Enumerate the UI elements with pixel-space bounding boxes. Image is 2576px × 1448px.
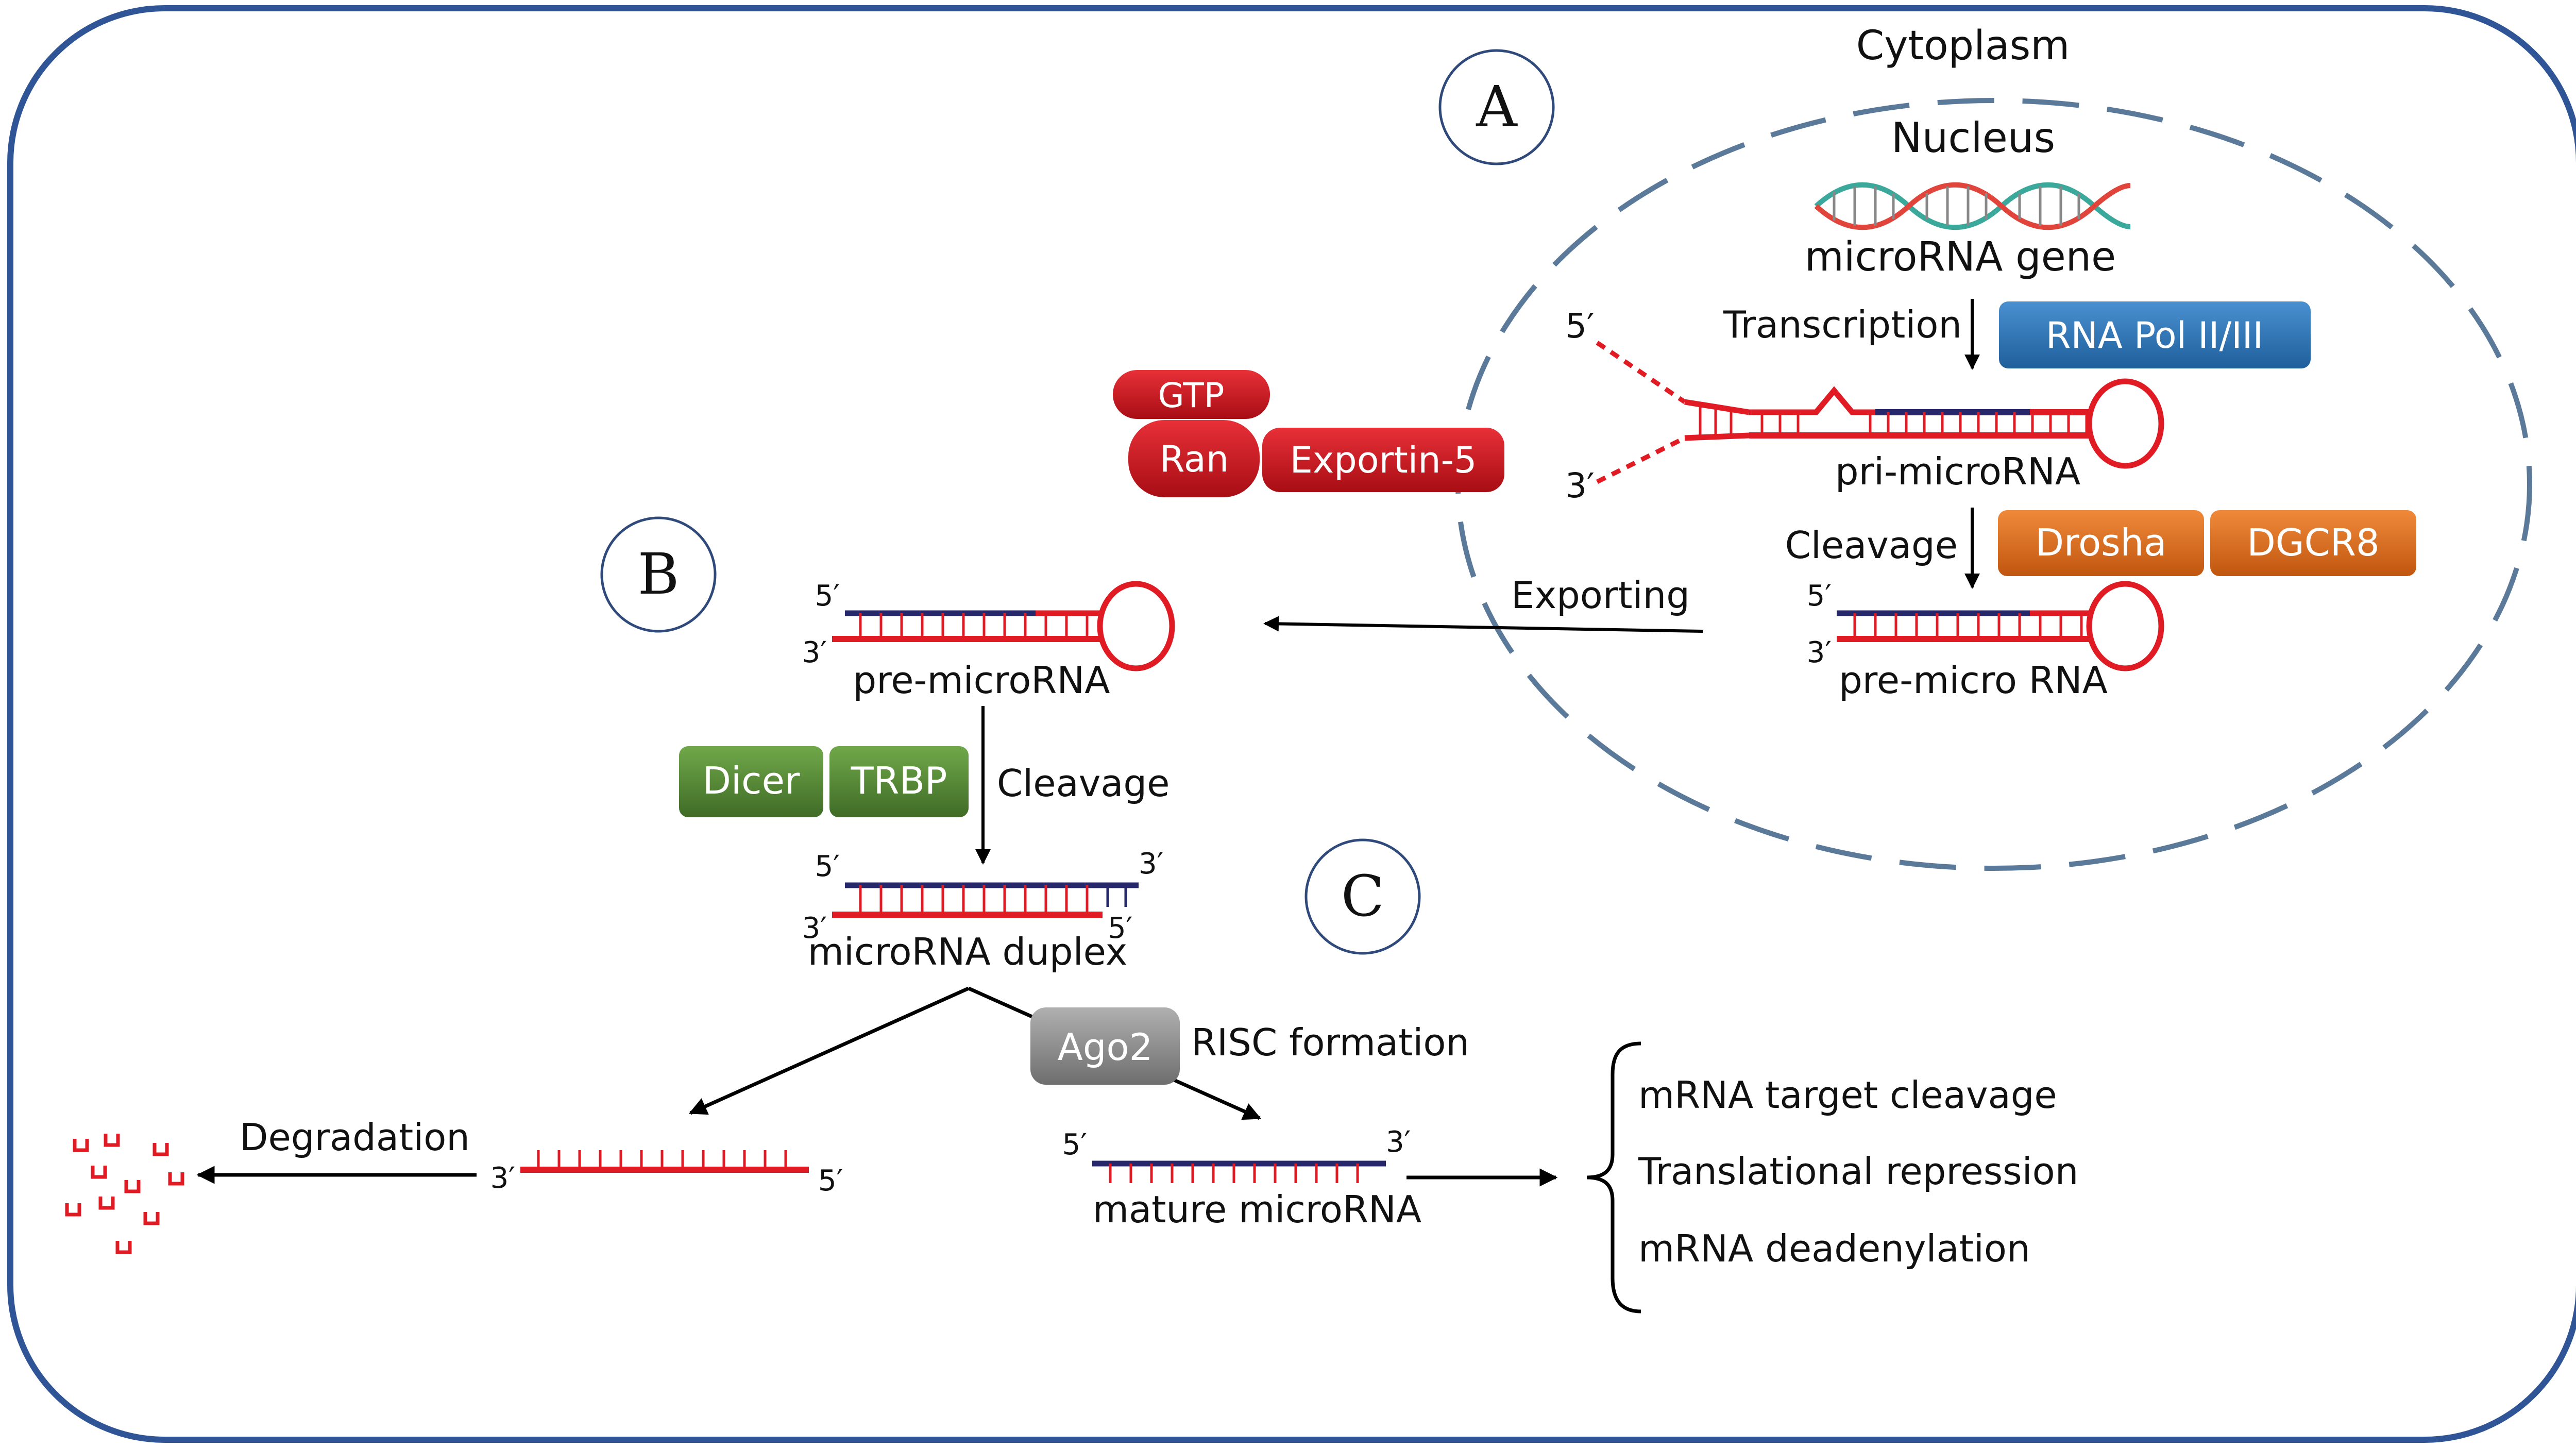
- pri-3prime-label: 3′: [1565, 466, 1595, 506]
- svg-text:RNA Pol II/III: RNA Pol II/III: [2046, 314, 2263, 357]
- microrna-duplex-label: microRNA duplex: [808, 930, 1128, 973]
- dicer-cleavage-label: Cleavage: [997, 762, 1170, 805]
- rna-pol-badge: RNA Pol II/III: [1999, 301, 2311, 368]
- trbp-badge: TRBP: [829, 746, 969, 817]
- exporting-label: Exporting: [1511, 574, 1690, 617]
- svg-text:C: C: [1341, 863, 1384, 929]
- nucleus-label: Nucleus: [1891, 114, 2055, 162]
- duplex-top-5prime-label: 5′: [815, 850, 840, 883]
- svg-text:Drosha: Drosha: [2036, 521, 2167, 564]
- cell-membrane: [7, 5, 2576, 1443]
- svg-text:Ago2: Ago2: [1058, 1025, 1153, 1069]
- outcome-translational-repression: Translational repression: [1638, 1150, 2078, 1193]
- mature-microrna-strand: [1092, 1160, 1386, 1183]
- passenger-strand: [520, 1150, 809, 1173]
- duplex-top-3prime-label: 3′: [1139, 847, 1163, 881]
- svg-text:A: A: [1476, 74, 1518, 140]
- mature-microrna-label: mature microRNA: [1093, 1188, 1421, 1231]
- ran-badge: Ran: [1128, 420, 1260, 497]
- svg-text:TRBP: TRBP: [851, 759, 947, 802]
- svg-text:Dicer: Dicer: [703, 759, 800, 802]
- mature-5prime-label: 5′: [1062, 1128, 1087, 1161]
- outcome-target-cleavage: mRNA target cleavage: [1638, 1073, 2057, 1117]
- pri-5prime-label: 5′: [1565, 306, 1595, 346]
- pre-cyt-3prime-label: 3′: [802, 636, 827, 669]
- dna-helix-icon: [1814, 182, 2131, 230]
- duplex-bottom-5prime-label: 5′: [1108, 912, 1132, 945]
- duplex-bottom-3prime-label: 3′: [802, 912, 827, 945]
- panel-a-marker: A: [1438, 49, 1555, 165]
- pre-nuc-5prime-label: 5′: [1807, 579, 1832, 613]
- microrna-duplex-structure: [832, 882, 1139, 918]
- mature-3prime-label: 3′: [1386, 1125, 1411, 1159]
- pri-microrna-structure: [1596, 341, 2164, 484]
- transcription-label: Transcription: [1723, 303, 1962, 346]
- svg-text:GTP: GTP: [1158, 376, 1225, 415]
- risc-formation-label: RISC formation: [1191, 1021, 1469, 1064]
- dgcr8-badge: DGCR8: [2210, 510, 2416, 576]
- svg-text:B: B: [638, 541, 680, 607]
- dicer-badge: Dicer: [679, 746, 823, 817]
- pre-microrna-cytoplasm-label: pre-microRNA: [853, 659, 1110, 702]
- svg-text:Exportin-5: Exportin-5: [1290, 439, 1477, 481]
- microrna-gene-label: microRNA gene: [1805, 234, 2116, 280]
- pre-cyt-5prime-label: 5′: [815, 579, 840, 613]
- cytoplasm-label: Cytoplasm: [1856, 23, 2070, 69]
- degradation-label: Degradation: [240, 1116, 470, 1159]
- svg-text:Ran: Ran: [1160, 438, 1229, 480]
- passenger-5prime-label: 5′: [818, 1164, 843, 1198]
- nuclear-cleavage-label: Cleavage: [1785, 524, 1958, 567]
- gtp-badge: GTP: [1113, 370, 1270, 419]
- pri-microrna-label: pri-microRNA: [1835, 450, 2080, 493]
- svg-text:DGCR8: DGCR8: [2247, 521, 2379, 564]
- pre-microrna-cytoplasm-structure: [832, 581, 1175, 671]
- exportin-5-badge: Exportin-5: [1262, 428, 1504, 492]
- outcome-deadenylation: mRNA deadenylation: [1638, 1227, 2030, 1270]
- drosha-badge: Drosha: [1998, 510, 2204, 576]
- panel-c-marker: C: [1304, 838, 1421, 955]
- degraded-fragments-icon: [65, 1134, 184, 1254]
- pre-microrna-nucleus-label: pre-micro RNA: [1839, 659, 2108, 702]
- exporting-arrow: [1263, 616, 1703, 633]
- outcomes-brace: [1586, 1041, 1641, 1314]
- pre-microrna-nucleus-structure: [1837, 581, 2164, 671]
- ago2-badge: Ago2: [1030, 1007, 1180, 1085]
- panel-b-marker: B: [600, 516, 717, 633]
- passenger-3prime-label: 3′: [490, 1161, 515, 1195]
- degradation-branch-arrow: [688, 986, 970, 1115]
- pre-nuc-3prime-label: 3′: [1807, 636, 1832, 669]
